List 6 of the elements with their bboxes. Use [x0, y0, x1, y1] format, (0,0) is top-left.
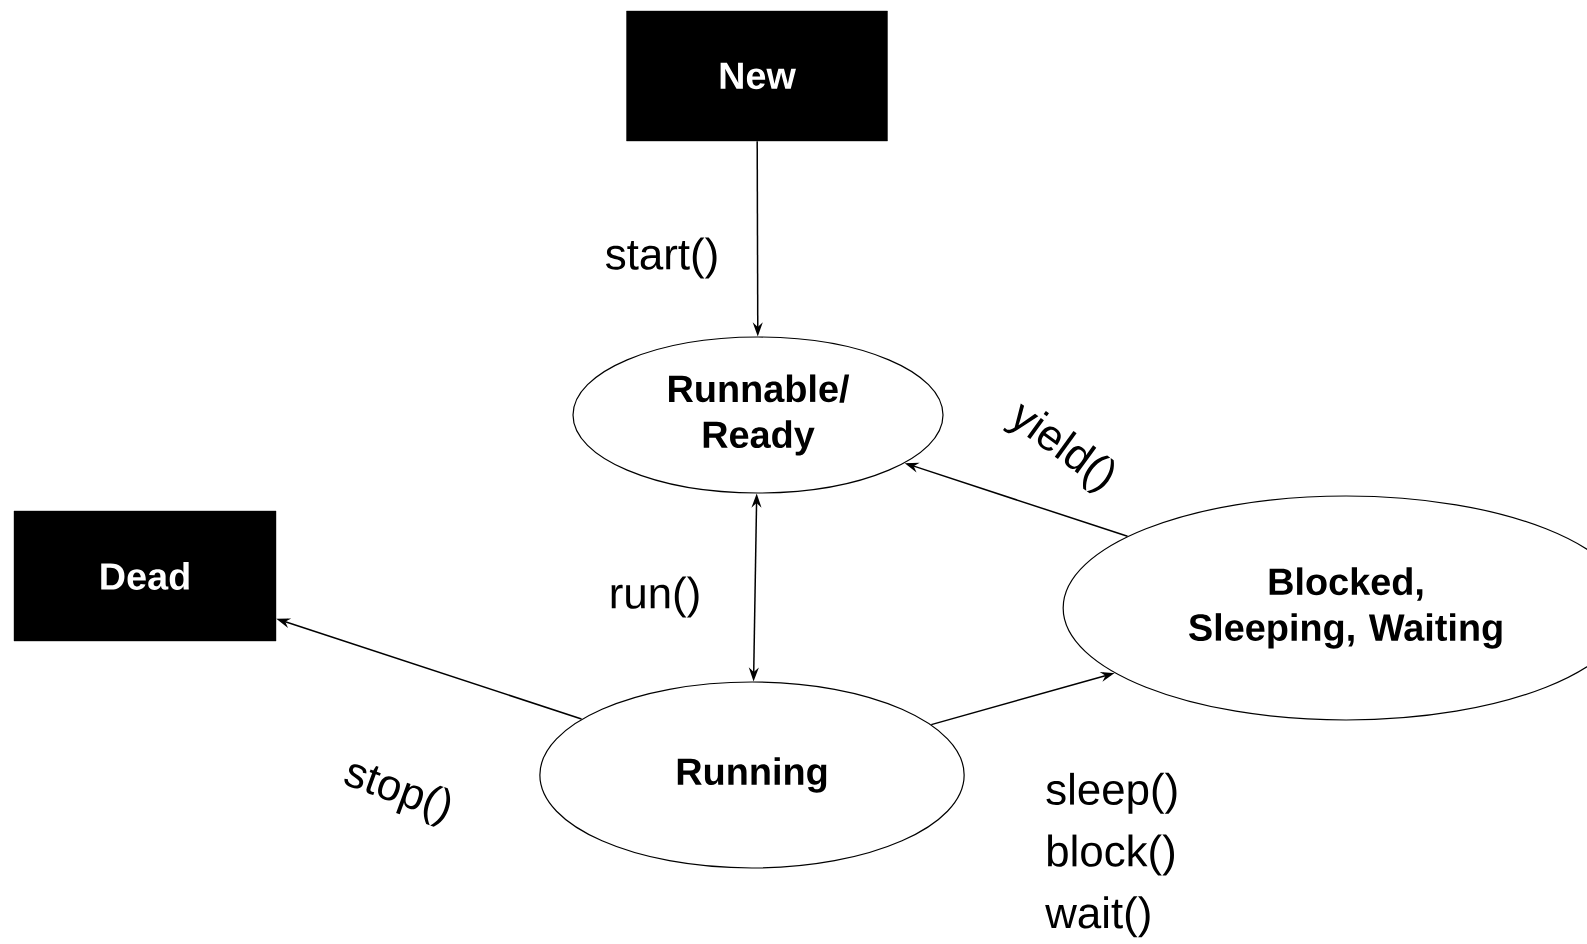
state-box: New	[626, 10, 888, 142]
state-box: Dead	[13, 510, 277, 642]
edge-label: start()	[602, 235, 722, 281]
edge-label: sleep() block() wait()	[1043, 770, 1218, 940]
edge-label: stop()	[335, 751, 461, 833]
edge-label: run()	[606, 574, 704, 620]
